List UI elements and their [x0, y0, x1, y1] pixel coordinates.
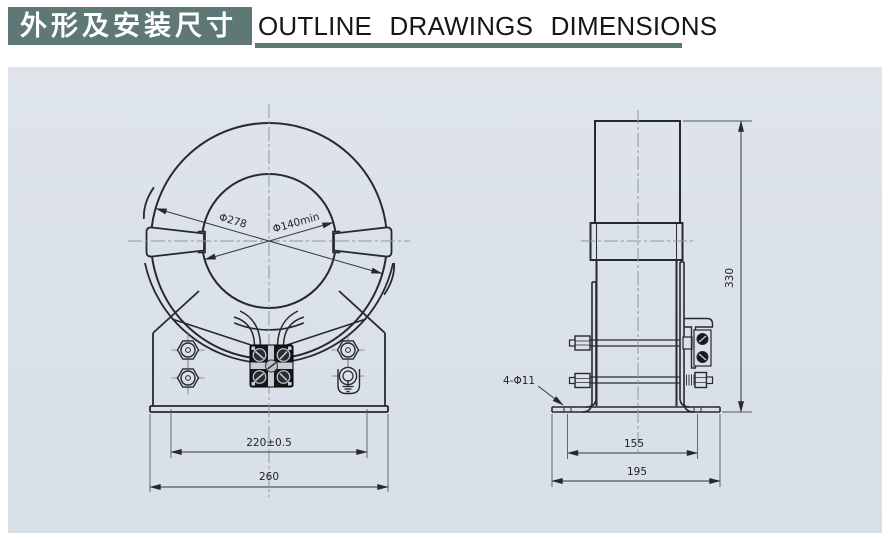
holes-callout: 4-Φ11	[503, 375, 564, 406]
header-title-english: OUTLINE DRAWINGS DIMENSIONS	[258, 11, 718, 41]
left-lug	[145, 226, 205, 258]
front-bottom-dimensions: 220±0.5 260	[149, 409, 389, 492]
secondary-wires	[233, 310, 305, 346]
header-title-chinese: 外形及安装尺寸	[8, 7, 252, 45]
terminal-block	[249, 344, 294, 388]
dimension-label-holes: 4-Φ11	[503, 375, 535, 387]
dimension-label-base-width: 260	[259, 471, 279, 483]
mounting-feet	[551, 261, 721, 413]
side-body	[589, 120, 684, 406]
side-bottom-dimensions: 155 195	[551, 414, 721, 487]
right-lug	[333, 226, 393, 258]
terminal-screws	[252, 348, 291, 384]
dimension-label-base-width-side: 195	[627, 466, 647, 478]
front-view-drawing: Φ278 Φ140min 220±0.5 260	[128, 104, 410, 497]
side-terminal-assembly	[684, 317, 714, 369]
dimension-label-height: 330	[724, 268, 736, 288]
side-view-drawing: 330 4-Φ11 155	[503, 110, 752, 487]
clamp-bolt-top	[568, 335, 693, 351]
drawing-panel: Φ278 Φ140min 220±0.5 260	[8, 67, 882, 533]
dimension-label-inner-diameter: Φ140min	[271, 211, 321, 236]
hex-nut	[170, 360, 206, 396]
dimension-label-slot-spacing: 220±0.5	[246, 437, 292, 449]
outline-drawing-svg: Φ278 Φ140min 220±0.5 260	[128, 104, 752, 497]
ground-terminal	[332, 360, 364, 395]
side-height-dimension: 330	[683, 120, 752, 413]
header-underline	[255, 43, 682, 48]
side-centerlines	[581, 110, 696, 455]
dimension-label-hole-spacing: 155	[624, 438, 644, 450]
earth-symbol-icon	[342, 380, 354, 393]
clamp-bolt-bottom	[568, 371, 714, 389]
